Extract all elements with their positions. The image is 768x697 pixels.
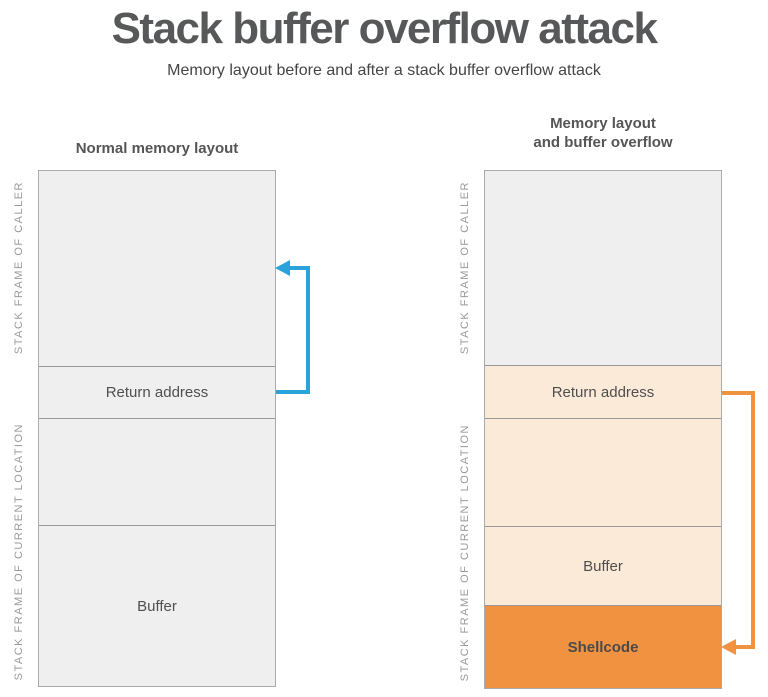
right-caller-frame-label-text: STACK FRAME OF CALLER — [459, 180, 471, 355]
page-title: Stack buffer overflow attack — [111, 4, 658, 53]
right-current-frame-label-text: STACK FRAME OF CURRENT LOCATION — [459, 423, 471, 682]
orange-overflow-arrow-icon — [721, 391, 755, 655]
blue-return-arrow-icon — [275, 260, 310, 394]
right-current-frame-upper-section — [485, 418, 721, 526]
right-caller-frame-section — [485, 171, 721, 365]
left-caller-frame-label: STACK FRAME OF CALLER — [6, 170, 32, 366]
page-subtitle: Memory layout before and after a stack b… — [167, 62, 601, 79]
normal-memory-layout-box: Return address Buffer — [38, 170, 276, 687]
right-return-address-section: Return address — [485, 365, 721, 418]
right-diagram-heading-line1: Memory layout — [550, 115, 656, 132]
orange-overflow-arrowhead-icon — [721, 639, 736, 655]
orange-overflow-arrow-line — [722, 391, 755, 649]
left-caller-frame-section — [39, 171, 275, 366]
overflow-memory-layout-box: Return address Buffer Shellcode — [484, 170, 722, 689]
right-current-frame-label: STACK FRAME OF CURRENT LOCATION — [452, 418, 478, 687]
blue-return-arrowhead-icon — [275, 260, 290, 276]
left-current-frame-label-text: STACK FRAME OF CURRENT LOCATION — [13, 423, 25, 681]
right-diagram-heading-line2: and buffer overflow — [533, 134, 673, 151]
left-diagram-heading: Normal memory layout — [75, 140, 239, 157]
left-return-address-section: Return address — [39, 366, 275, 418]
right-buffer-section: Buffer — [485, 526, 721, 605]
left-buffer-section: Buffer — [39, 525, 275, 686]
right-caller-frame-label: STACK FRAME OF CALLER — [452, 170, 478, 365]
left-current-frame-upper-section — [39, 418, 275, 525]
blue-return-arrow-line — [276, 266, 310, 394]
shellcode-section: Shellcode — [485, 605, 721, 688]
right-diagram-heading: Memory layout and buffer overflow — [484, 114, 722, 152]
left-current-frame-label: STACK FRAME OF CURRENT LOCATION — [6, 418, 32, 686]
left-caller-frame-label-text: STACK FRAME OF CALLER — [13, 181, 25, 355]
